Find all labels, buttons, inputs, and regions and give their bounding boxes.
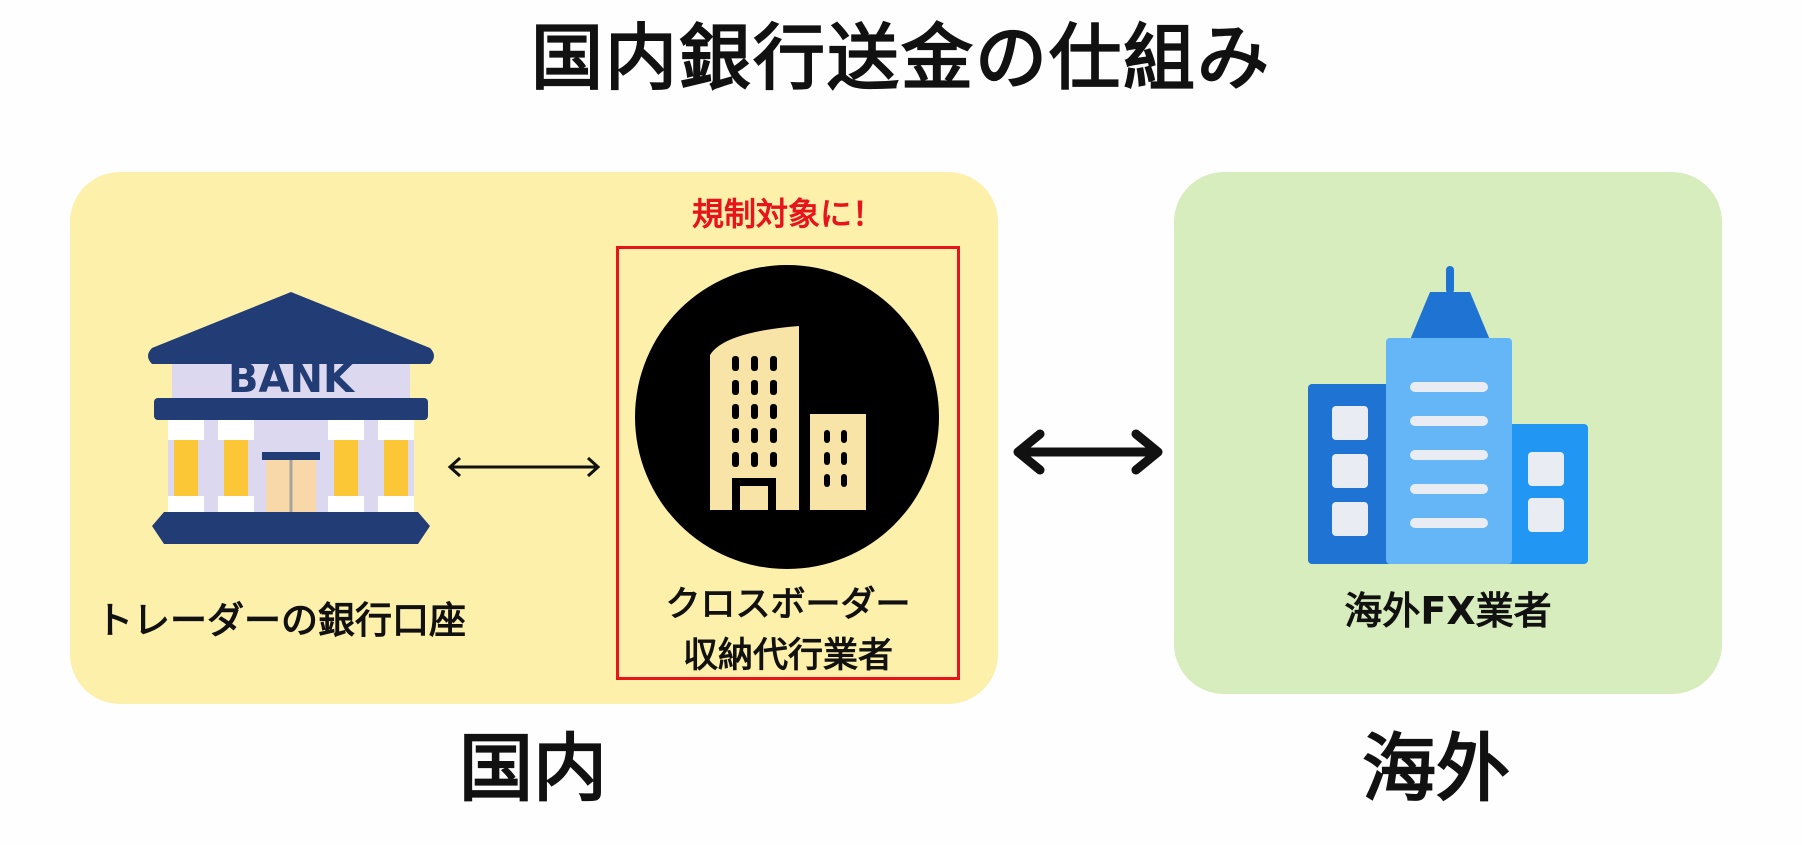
bold-double-arrow-icon	[1013, 429, 1163, 475]
page-title: 国内銀行送金の仕組み	[530, 16, 1271, 100]
regulation-highlight-box	[616, 246, 960, 680]
payment-agent-label-line2: 収納代行業者	[682, 635, 893, 676]
bank-building-icon: BANK	[148, 292, 434, 544]
bank-sign: BANK	[228, 356, 356, 402]
regulation-note: 規制対象に！	[691, 195, 884, 233]
double-arrow-icon	[447, 456, 601, 478]
region-label-domestic: 国内	[459, 726, 607, 812]
skyscraper-buildings-icon	[1308, 266, 1588, 564]
overseas-fx-broker-label: 海外FX業者	[1344, 589, 1552, 633]
payment-agent-label: クロスボーダー 収納代行業者	[620, 580, 956, 682]
payment-agent-label-line1: クロスボーダー	[665, 585, 911, 625]
region-label-overseas: 海外	[1362, 726, 1510, 812]
office-buildings-circle-icon	[635, 265, 939, 569]
bank-account-label: トレーダーの銀行口座	[96, 599, 466, 642]
